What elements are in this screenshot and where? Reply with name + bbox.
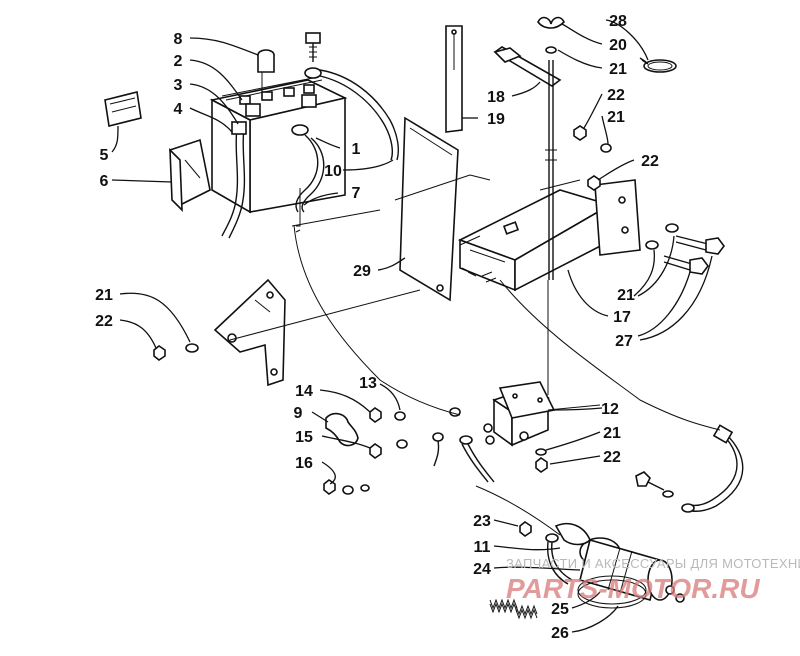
nut — [535, 457, 548, 473]
nut — [573, 125, 587, 141]
callout-12: 12 — [601, 401, 619, 418]
vent-tube — [221, 127, 239, 237]
nut — [153, 345, 166, 361]
terminal-boot — [325, 412, 359, 447]
battery-tray — [457, 179, 641, 292]
callout-7: 7 — [352, 185, 361, 202]
watermark: ЗАПЧАСТИ И АКСЕССУАРЫ ДЛЯ МОТОТЕХНИКИ PA… — [506, 556, 800, 604]
brush-spring — [515, 604, 538, 620]
mounting-bracket — [213, 278, 286, 387]
callout-8: 8 — [174, 31, 183, 48]
callout-27: 27 — [615, 333, 633, 350]
cable-terminals — [432, 407, 495, 483]
callout-21: 21 — [603, 425, 621, 442]
washer — [600, 143, 612, 153]
callout-labels: 8 2 3 4 5 6 1 10 7 29 19 18 28 20 21 22 … — [95, 13, 659, 642]
vent-fitting — [231, 121, 247, 135]
hold-down-bracket — [493, 46, 562, 87]
callout-20: 20 — [609, 37, 627, 54]
callout-10: 10 — [324, 163, 342, 180]
watermark-brand: PARTS-MOTOR.RU — [506, 573, 760, 604]
callout-29: 29 — [353, 263, 371, 280]
hold-down-strap — [445, 25, 463, 133]
hold-down-rod — [545, 60, 557, 280]
callout-1: 1 — [352, 141, 361, 158]
wing-nut — [537, 16, 565, 29]
washer — [535, 448, 547, 456]
washer — [645, 240, 659, 250]
callout-22: 22 — [603, 449, 621, 466]
terminal-bolt — [305, 32, 321, 62]
wiring-paths — [229, 174, 721, 536]
callout-28: 28 — [609, 13, 627, 30]
battery-cover — [399, 116, 459, 302]
washer — [545, 46, 557, 54]
bolt — [675, 235, 725, 255]
nut — [587, 175, 601, 191]
callout-19: 19 — [487, 111, 505, 128]
callout-17: 17 — [613, 309, 631, 326]
ground-bolt — [635, 471, 674, 498]
callout-23: 23 — [473, 513, 491, 530]
callout-14: 14 — [295, 383, 313, 400]
hose-clamp — [639, 57, 677, 73]
callout-9: 9 — [294, 405, 303, 422]
battery-pad — [104, 91, 142, 127]
callout-21: 21 — [609, 61, 627, 78]
callout-21: 21 — [617, 287, 635, 304]
callout-18: 18 — [487, 89, 505, 106]
callout-22: 22 — [641, 153, 659, 170]
starter-clamp — [577, 575, 647, 609]
callout-15: 15 — [295, 429, 313, 446]
callout-11: 11 — [474, 539, 491, 556]
callout-25: 25 — [551, 601, 569, 618]
callout-5: 5 — [100, 147, 109, 164]
brush-spring — [489, 598, 518, 614]
washer — [185, 343, 199, 353]
callout-24: 24 — [473, 561, 491, 578]
battery-retainer — [169, 138, 211, 213]
callout-6: 6 — [100, 173, 109, 190]
negative-cable — [291, 124, 325, 213]
callout-16: 16 — [295, 455, 313, 472]
nut — [519, 521, 532, 537]
callout-3: 3 — [174, 77, 183, 94]
callout-22: 22 — [95, 313, 113, 330]
callout-21: 21 — [95, 287, 113, 304]
starter-cable-end — [545, 533, 573, 585]
ground-cable — [681, 424, 744, 513]
callout-26: 26 — [551, 625, 569, 642]
leader-lines — [111, 19, 713, 633]
battery — [209, 76, 348, 214]
callout-4: 4 — [174, 101, 183, 118]
washer — [665, 223, 679, 233]
bolt — [663, 255, 709, 275]
small-fasteners — [323, 407, 408, 495]
callout-13: 13 — [359, 375, 377, 392]
callout-2: 2 — [174, 53, 183, 70]
callout-22: 22 — [607, 87, 625, 104]
starter-motor — [579, 537, 685, 603]
watermark-caption: ЗАПЧАСТИ И АКСЕССУАРЫ ДЛЯ МОТОТЕХНИКИ — [506, 556, 800, 571]
positive-cable — [304, 67, 399, 161]
callout-21: 21 — [607, 109, 625, 126]
starter-boot — [554, 522, 591, 546]
